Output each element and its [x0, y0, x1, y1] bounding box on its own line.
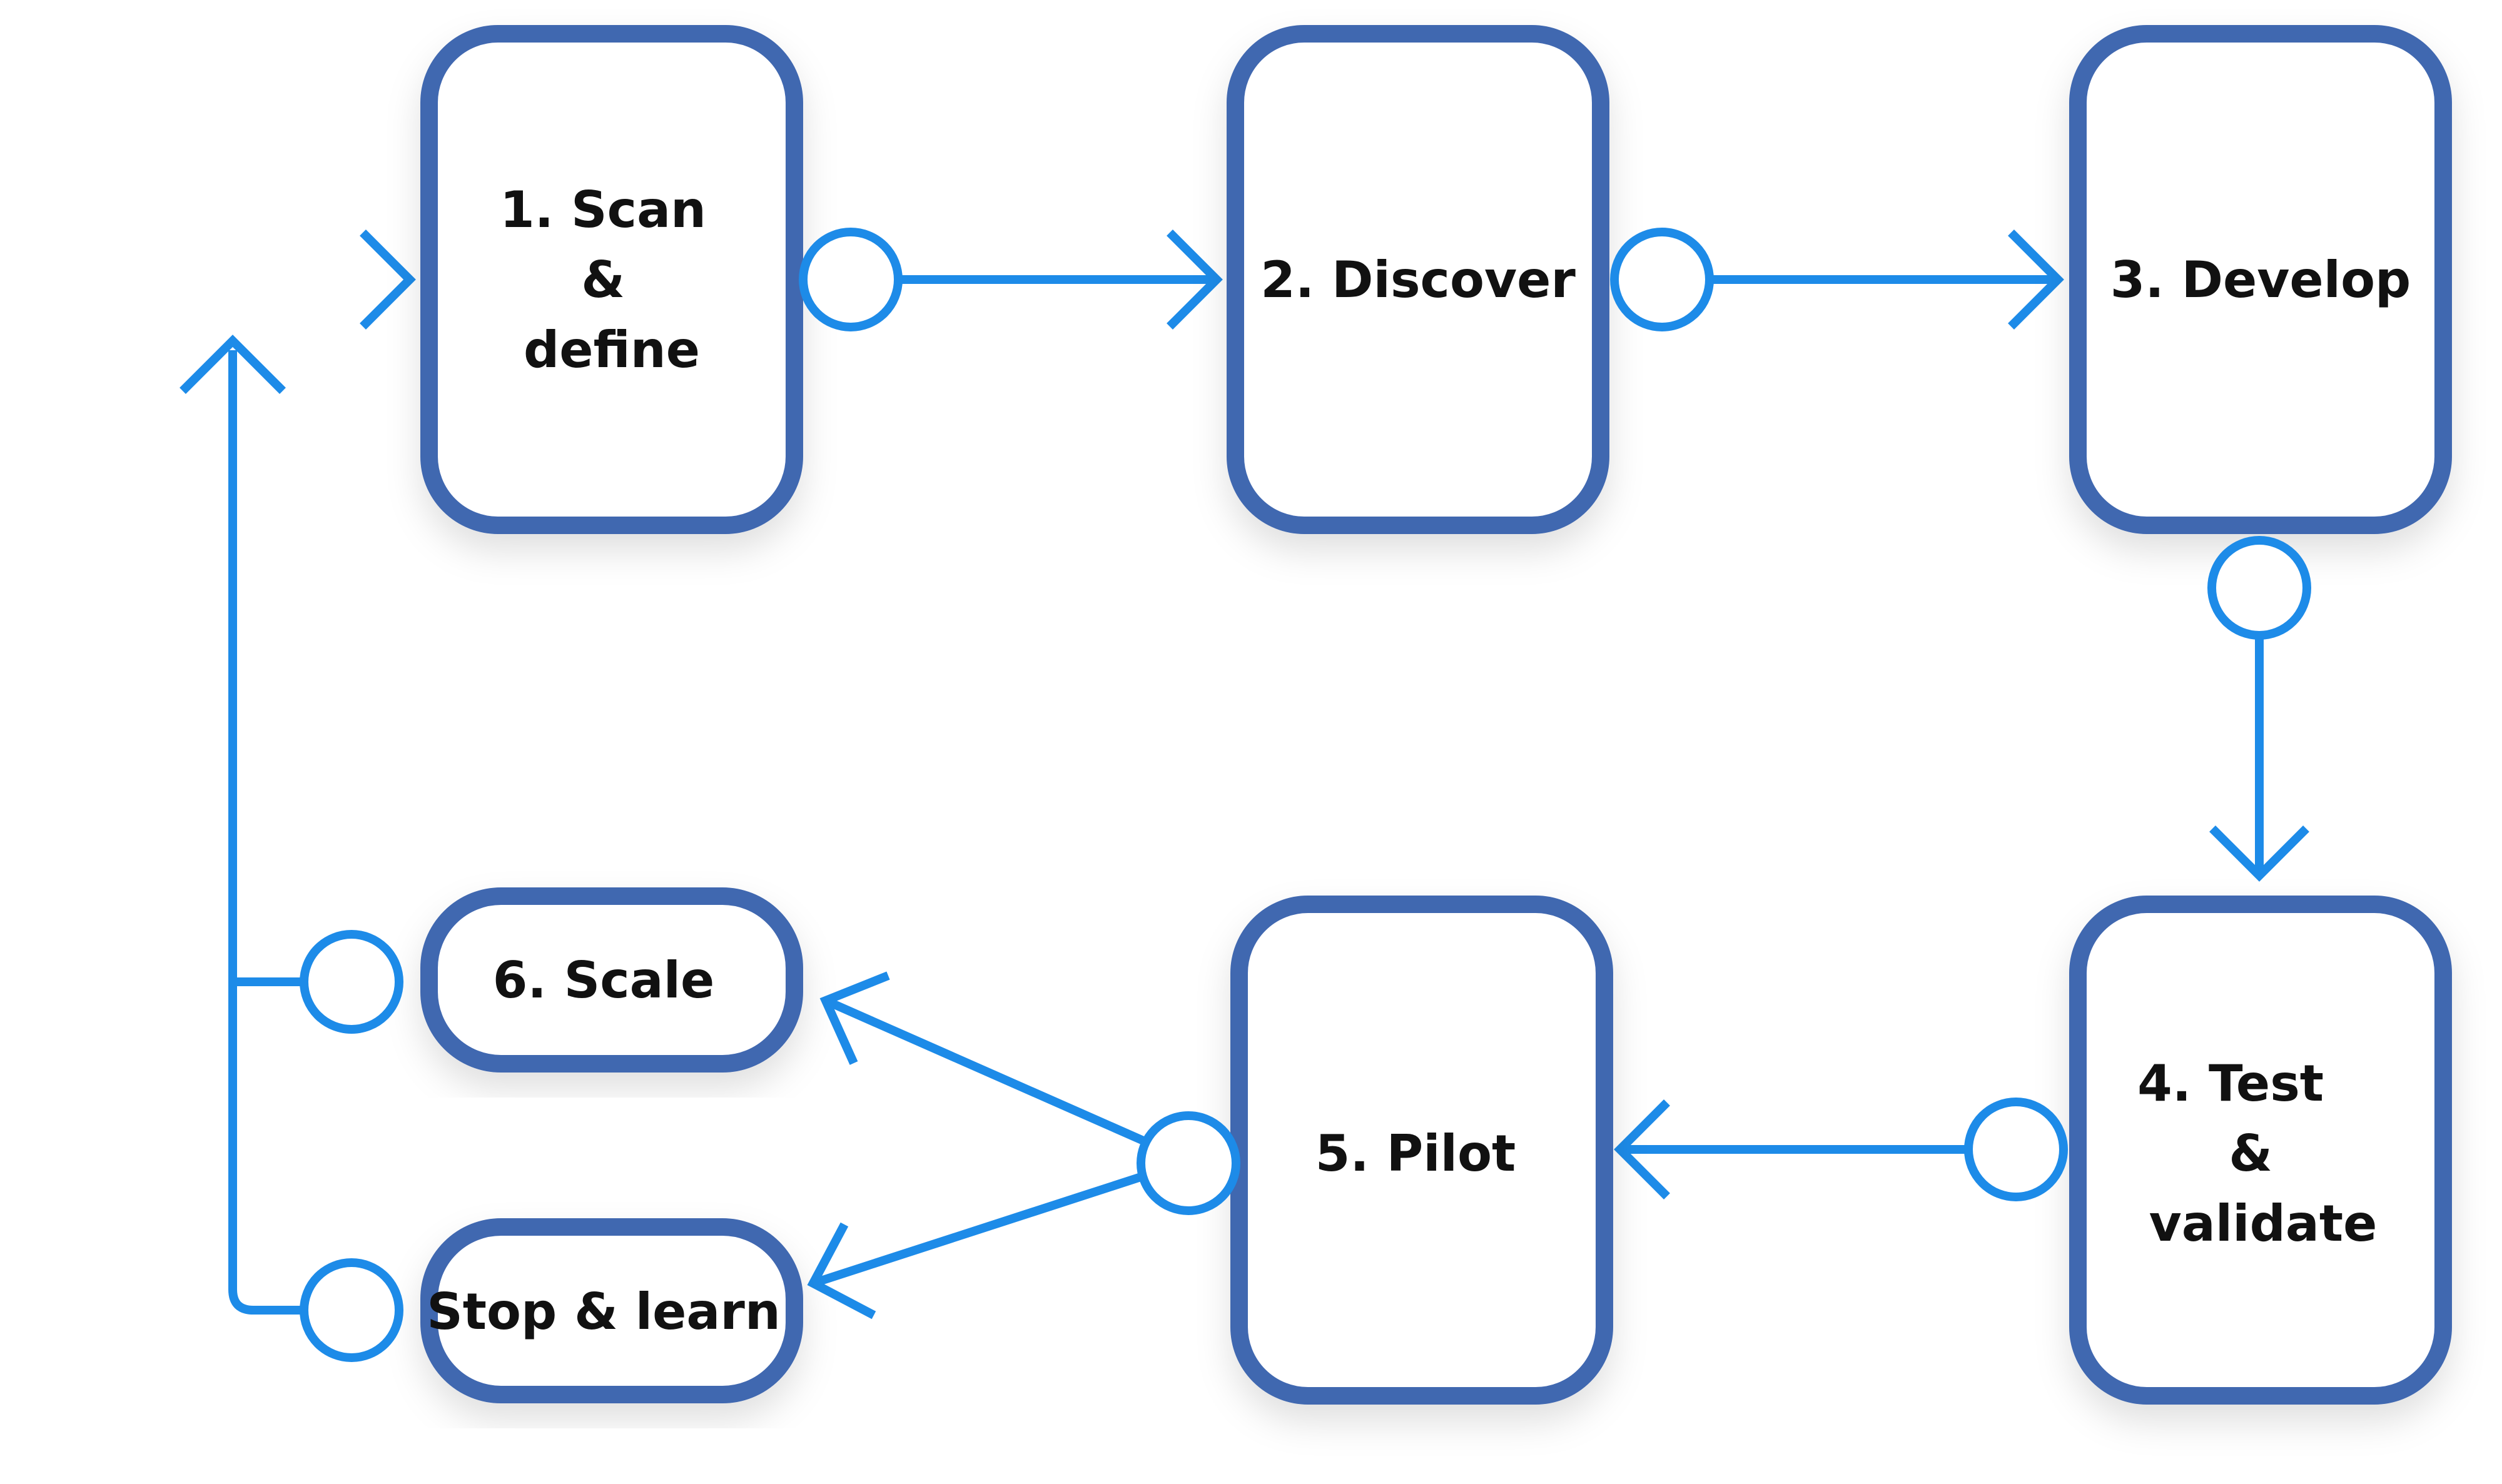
node-develop-label: 3. Develop — [2110, 251, 2411, 309]
feedback-loop-arrowhead — [180, 335, 286, 394]
port-develop-output[interactable] — [2207, 536, 2311, 640]
svg-text:4. Test & vali: 4. Test & validate — [2137, 1054, 2377, 1253]
feedback-loop-line — [228, 350, 305, 1315]
edge-scan-to-discover-arrowhead — [1167, 230, 1223, 330]
ports — [300, 228, 2311, 1362]
nodes: 1. Scan & define 2. Discover 3. Develop … — [420, 25, 2452, 1405]
node-test-validate[interactable]: 4. Test & validate — [2069, 896, 2452, 1405]
node-stop-learn-label: Stop & learn — [427, 1283, 781, 1341]
edge-pilot-to-scale-arrowhead — [819, 971, 890, 1065]
node-pilot[interactable]: 5. Pilot — [1230, 896, 1613, 1405]
node-discover-label: 2. Discover — [1260, 251, 1576, 309]
svg-text:1. Scan & defi: 1. Scan & define — [500, 181, 724, 379]
edge-pilot-to-stop-arrowhead — [807, 1222, 876, 1320]
svg-text:5. Pilot: 5. Pilot — [1315, 1124, 1516, 1183]
edges — [0, 230, 2309, 1320]
node-test-validate-line-2: & — [2229, 1124, 2272, 1183]
node-scan-define[interactable]: 1. Scan & define — [420, 25, 803, 534]
edge-pilot-to-stop — [811, 1171, 1147, 1288]
node-scan-define-line-3: define — [524, 321, 700, 379]
svg-text:2. Discover: 2. Discover — [1260, 251, 1576, 309]
port-scan-output[interactable] — [799, 228, 903, 331]
port-test-output[interactable] — [1964, 1098, 2068, 1201]
port-pilot-output[interactable] — [1137, 1111, 1240, 1215]
node-pilot-label: 5. Pilot — [1315, 1124, 1516, 1183]
node-test-validate-line-3: validate — [2149, 1194, 2378, 1253]
edge-develop-to-test-arrowhead — [2209, 825, 2309, 882]
edge-test-to-pilot-arrowhead — [1614, 1099, 1670, 1199]
svg-text:3. Develop: 3. Develop — [2110, 251, 2411, 309]
node-stop-learn[interactable]: Stop & learn — [420, 1218, 803, 1403]
node-test-validate-line-1: 4. Test — [2137, 1054, 2324, 1113]
port-discover-output[interactable] — [1610, 228, 1714, 331]
node-discover[interactable]: 2. Discover — [1227, 25, 1609, 534]
node-scan-define-line-1: 1. Scan — [500, 181, 706, 239]
node-scale[interactable]: 6. Scale — [420, 887, 803, 1073]
entry-arrowhead — [360, 230, 416, 330]
edge-pilot-to-scale — [824, 996, 1147, 1146]
node-scale-label: 6. Scale — [493, 951, 715, 1009]
svg-text:6. Scale: 6. Scale — [493, 951, 715, 1009]
edge-discover-to-develop-arrowhead — [2008, 230, 2064, 330]
node-develop[interactable]: 3. Develop — [2069, 25, 2452, 534]
port-stop-feedback[interactable] — [300, 1258, 403, 1362]
port-scale-feedback[interactable] — [300, 930, 403, 1034]
svg-text:Stop & learn: Stop & learn — [427, 1283, 781, 1341]
node-scan-define-line-2: & — [581, 251, 625, 309]
